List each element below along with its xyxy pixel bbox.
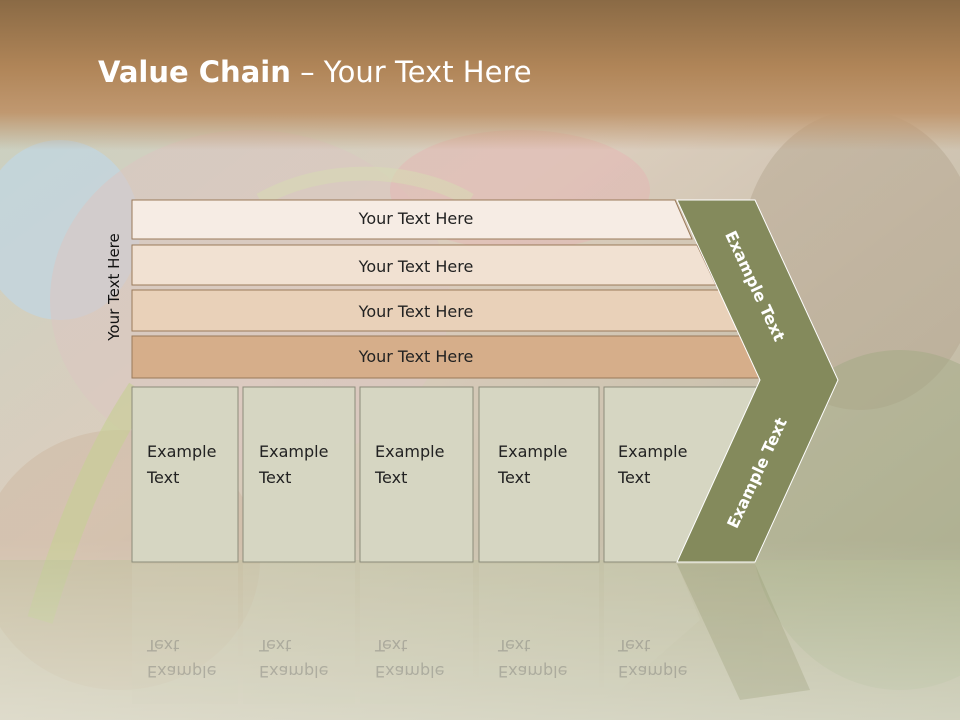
side-axis-label: Your Text Here: [105, 233, 123, 341]
title-bold: Value Chain: [98, 55, 291, 89]
row-label-2: Your Text Here: [358, 257, 474, 276]
box-reflection-3: Example Text: [375, 636, 445, 681]
box-label-2: Example Text: [259, 442, 329, 487]
box-label-1: Example Text: [147, 442, 217, 487]
activity-box-1: [131, 386, 239, 563]
row-bar-1: [131, 199, 693, 240]
activity-box-4: [478, 386, 600, 563]
row-label-3: Your Text Here: [358, 302, 474, 321]
box-label-3: Example Text: [375, 442, 445, 487]
activity-box-3: [359, 386, 474, 563]
row-label-1: Your Text Here: [358, 209, 474, 228]
margin-chevron: [676, 199, 839, 563]
box-reflection-1: Example Text: [147, 636, 217, 681]
box-reflection-2: Example Text: [259, 636, 329, 681]
activity-box-2: [242, 386, 356, 563]
box-reflection-4: Example Text: [498, 636, 568, 681]
box-label-4: Example Text: [498, 442, 568, 487]
reflection-group: [132, 564, 810, 704]
box-reflection-5: Example Text: [618, 636, 688, 681]
slide-title: Value Chain – Your Text Here: [98, 55, 532, 89]
row-label-4: Your Text Here: [358, 347, 474, 366]
title-band: [0, 0, 960, 150]
title-rest: – Your Text Here: [290, 55, 532, 89]
box-label-5: Example Text: [618, 442, 688, 487]
